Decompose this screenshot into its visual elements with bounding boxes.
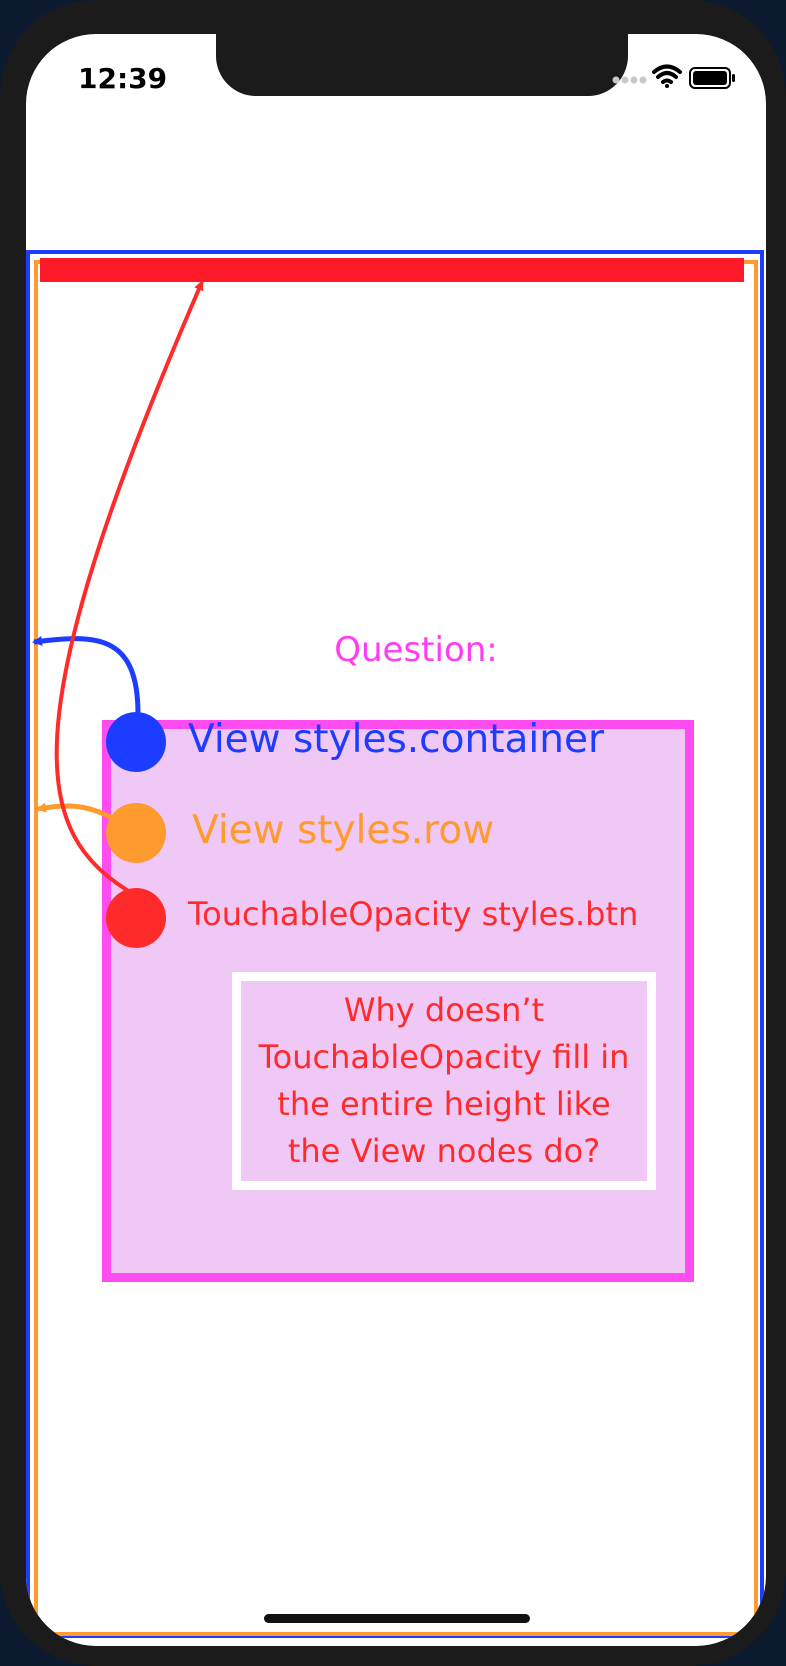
notch — [216, 34, 628, 96]
legend-label-row: View styles.row — [192, 808, 495, 853]
container-view-outline — [26, 250, 764, 1638]
question-text-box: Why doesn’t TouchableOpacity fill in the… — [232, 972, 656, 1190]
container-arrow — [32, 636, 141, 715]
legend-label-button: TouchableOpacity styles.btn — [188, 895, 639, 933]
legend-dot-button — [106, 888, 166, 948]
question-label: Question: — [334, 630, 498, 670]
touchable-opacity-button[interactable] — [40, 258, 744, 282]
legend-dot-container — [106, 712, 166, 772]
battery-icon — [689, 67, 735, 89]
legend-dot-row — [106, 803, 166, 863]
signal-dots-icon — [612, 76, 647, 84]
legend-label-container: View styles.container — [188, 717, 604, 762]
status-icons — [612, 62, 752, 92]
question-text: Why doesn’t TouchableOpacity fill in the… — [258, 991, 630, 1170]
row-arrow — [36, 802, 114, 821]
annotation-arrows — [32, 280, 204, 894]
wifi-icon — [652, 64, 682, 88]
status-time: 12:39 — [78, 62, 168, 95]
button-arrow — [54, 280, 204, 894]
home-indicator — [264, 1614, 530, 1623]
phone-screen: 12:39 Question: View — [26, 34, 766, 1646]
